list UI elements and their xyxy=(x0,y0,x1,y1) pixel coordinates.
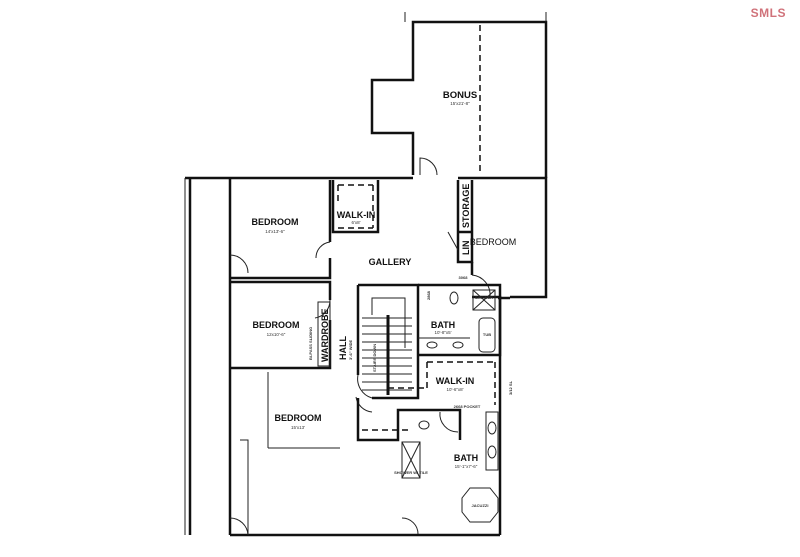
bedroom-nw-label: BEDROOM xyxy=(252,217,299,227)
walkin-n-label: WALK-IN xyxy=(337,210,376,220)
hall-label: HALL xyxy=(338,336,348,360)
bedroom-w-label: BEDROOM xyxy=(253,320,300,330)
linen-label: LIN xyxy=(461,241,471,256)
bonus-room-walls xyxy=(370,12,548,178)
stairs-label: STAIRS DOWN xyxy=(372,344,377,372)
bedroom-nw-dims: 14'x13'-6" xyxy=(265,229,285,234)
bath-hall-dims: 10'-8"x5' xyxy=(434,330,451,335)
jacuzzi-label: JACUZZI xyxy=(472,503,489,508)
main-walls xyxy=(184,176,548,537)
bedroom-e-label: BEDROOM xyxy=(470,237,517,247)
door-note-2868: 2868 xyxy=(426,290,431,300)
bath-hall-label: BATH xyxy=(431,320,455,330)
ceiling-note: 3/12 SL xyxy=(508,380,513,395)
bonus-label: BONUS xyxy=(443,90,477,101)
bath-master-dims: 15'-1"x7'-6" xyxy=(455,464,478,469)
smls-watermark: SMLS xyxy=(750,6,786,20)
gallery-label: GALLERY xyxy=(369,257,412,267)
storage-label: STORAGE xyxy=(461,184,471,228)
bedroom-sw-label: BEDROOM xyxy=(275,413,322,423)
door-note-3068: 3068 xyxy=(459,275,469,280)
bedroom-sw-dims: 15'x13' xyxy=(291,425,305,430)
wardrobe-label: WARDROBE xyxy=(320,309,330,363)
shower-master-label: SHOWER W/ TILE xyxy=(394,470,428,475)
bedroom-w-dims: 12x10'-6" xyxy=(267,332,286,337)
tub-label: TUB xyxy=(483,332,491,337)
hall-dims: 3'-6" WIDE xyxy=(348,339,353,360)
bath-master-label: BATH xyxy=(454,453,478,463)
shower-label: SHOWER xyxy=(475,295,493,300)
bonus-dims: 15'x21'-8" xyxy=(450,101,470,106)
wardrobe-note: BI-PASS SLIDING xyxy=(308,327,313,360)
walkin-master-dims: 10'-6"x8' xyxy=(446,387,463,392)
walkin-master-label: WALK-IN xyxy=(436,376,475,386)
pocket-door-note: 2668 POCKET xyxy=(454,404,481,409)
walkin-n-dims: 6'x8' xyxy=(352,220,361,225)
